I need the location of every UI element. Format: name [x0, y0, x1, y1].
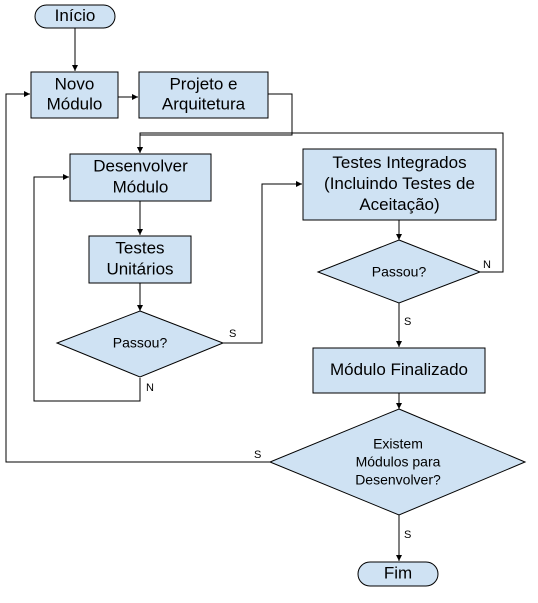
label-line: Arquitetura: [162, 94, 246, 113]
label-line: Passou?: [372, 264, 427, 280]
label-passou2-no: N: [483, 259, 491, 271]
label-passou1-no: N: [146, 382, 154, 394]
label-line: Módulos para: [356, 454, 441, 470]
label-line: Módulo: [113, 177, 169, 196]
edge-existem-yes-loop: [5, 91, 270, 463]
node-modulo-finalizado-label: Módulo Finalizado: [330, 360, 468, 379]
node-inicio-label: Início: [55, 6, 96, 25]
label-line: Unitários: [106, 259, 173, 278]
label-line: Passou?: [113, 335, 168, 351]
label-line: Desenvolver?: [355, 472, 441, 488]
label-line: Existem: [373, 436, 423, 452]
edge-passou1-yes: [223, 181, 302, 344]
node-testes-integrados-label: Testes Integrados (Incluindo Testes de Ace…: [324, 153, 475, 214]
node-passou-1-label: Passou?: [113, 335, 168, 351]
label-passou1-yes: S: [229, 328, 236, 340]
label-line: (Incluindo Testes de: [324, 174, 475, 193]
edge-passou2-no-loop: [137, 132, 504, 273]
label-passou2-yes: S: [404, 316, 411, 328]
edges: [5, 28, 504, 561]
edge-passou1-no-loop: [33, 174, 141, 402]
label-line: Testes Integrados: [332, 153, 466, 172]
node-fim-label: Fim: [384, 563, 412, 582]
label-line: Projeto e: [169, 74, 237, 93]
node-testes-integrados: Testes Integrados (Incluindo Testes de Ace…: [302, 148, 497, 221]
node-passou-2: Passou?: [316, 239, 482, 304]
label-line: Módulo Finalizado: [330, 360, 468, 379]
label-line: Novo: [55, 74, 95, 93]
label-line: Aceitação): [359, 195, 439, 214]
node-modulo-finalizado: Módulo Finalizado: [312, 347, 486, 394]
node-passou-2-label: Passou?: [372, 264, 427, 280]
label-line: Início: [55, 6, 96, 25]
label-line: Testes: [115, 238, 164, 257]
label-existem-yes-loop: S: [254, 449, 261, 461]
label-existem-yes-end: S: [404, 529, 411, 541]
label-line: Desenvolver: [93, 156, 188, 175]
label-line: Módulo: [47, 94, 103, 113]
node-fim: Fim: [357, 561, 439, 587]
node-passou-1: Passou?: [55, 310, 225, 378]
node-inicio: Início: [34, 4, 116, 29]
edge-labels: S N N S S S: [146, 259, 491, 541]
label-line: Fim: [384, 563, 412, 582]
